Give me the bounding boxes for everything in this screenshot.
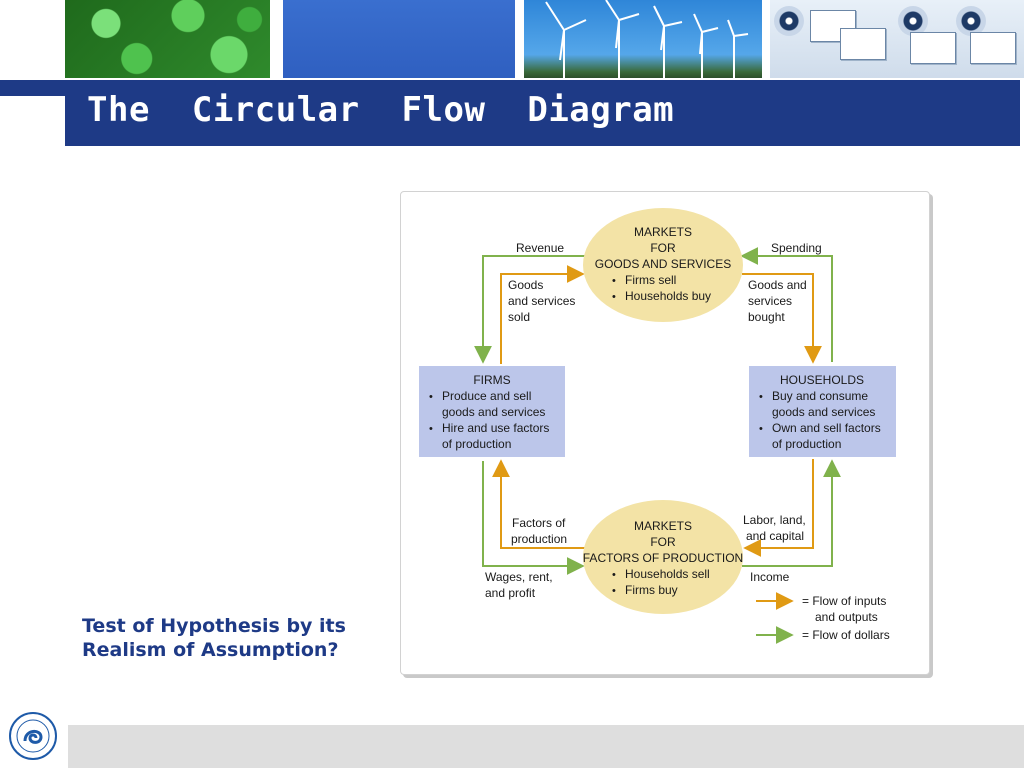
wind-turbines-photo [524,0,762,78]
goods-sold-flow-arrow [500,265,585,364]
header-photo-strip [0,0,1024,80]
screen-thumbnail [840,28,886,60]
wages-label: Wages, rent, [485,570,553,584]
income-flow-arrow [742,459,841,567]
goods-sold-label: Goods [508,278,543,292]
goods-bought-flow-arrow [742,273,822,364]
factors-market-label: FACTORS OF PRODUCTION [583,551,743,565]
bullet-icon: • [429,423,433,435]
disc-icon [898,6,928,36]
bullet-icon: • [612,291,616,303]
question-line: Realism of Assumption? [82,639,339,661]
goods-market-ellipse [583,208,743,322]
households-bullet: Own and sell factors [772,421,881,435]
factors-market-bullet: Firms buy [625,583,678,597]
title-band: The Circular Flow Diagram [65,80,1020,146]
legend-inputs-label: = Flow of inputs [802,594,886,608]
accent-bar [0,80,65,96]
footer-bar [68,725,1024,768]
wages-flow-arrow [482,461,585,575]
firms-bullet: of production [442,437,511,451]
goods-sold-label: sold [508,310,530,324]
goods-market-label: FOR [650,241,676,255]
goods-bought-label: services [748,294,792,308]
university-seal-icon [9,712,57,760]
firms-bullet: goods and services [442,405,545,419]
factors-market-label: FOR [650,535,676,549]
labor-flow-arrow [743,459,814,557]
firms-title: FIRMS [473,373,510,387]
households-bullet: goods and services [772,405,875,419]
income-label: Income [750,570,790,584]
households-bullet: Buy and consume [772,389,868,403]
goods-bought-label: bought [748,310,785,324]
factors-market-bullet: Households sell [625,567,710,581]
disc-icon [956,6,986,36]
firms-box [419,366,565,457]
goods-sold-label: and services [508,294,575,308]
question-line: Test of Hypothesis by its [82,615,346,637]
labor-label: Labor, land, [743,513,806,527]
factors-flow-arrow [492,459,585,549]
revenue-label: Revenue [516,241,564,255]
goods-market-label: GOODS AND SERVICES [595,257,731,271]
screen-thumbnail [910,32,956,64]
disc-icon [774,6,804,36]
households-title: HOUSEHOLDS [780,373,864,387]
spending-label: Spending [771,241,822,255]
factors-label: production [511,532,567,546]
goods-market-bullet: Firms sell [625,273,676,287]
households-box [749,366,896,457]
goods-market-bullet: Households buy [625,289,711,303]
factors-label: Factors of [512,516,566,530]
goods-market-label: MARKETS [634,225,692,239]
bullet-icon: • [612,585,616,597]
blue-panel [283,0,515,78]
bullet-icon: • [759,391,763,403]
spending-flow-arrow [740,247,833,362]
bullet-icon: • [612,275,616,287]
screen-thumbnail [970,32,1016,64]
bullet-icon: • [612,569,616,581]
firms-bullet: Produce and sell [442,389,531,403]
goods-bought-label: Goods and [748,278,807,292]
revenue-flow-arrow [474,255,585,364]
bullet-icon: • [759,423,763,435]
hypothesis-question: Test of Hypothesis by its Realism of Ass… [82,614,346,662]
bullet-icon: • [429,391,433,403]
wages-label: and profit [485,586,536,600]
firms-bullet: Hire and use factors [442,421,549,435]
software-screens-photo [770,0,1024,78]
legend-dollars-label: = Flow of dollars [802,628,890,642]
labor-label: and capital [746,529,804,543]
legend-inputs-label: and outputs [815,610,878,624]
factors-market-ellipse [583,500,743,614]
leaves-photo [65,0,270,78]
slide-title: The Circular Flow Diagram [87,90,675,130]
households-bullet: of production [772,437,841,451]
factors-market-label: MARKETS [634,519,692,533]
